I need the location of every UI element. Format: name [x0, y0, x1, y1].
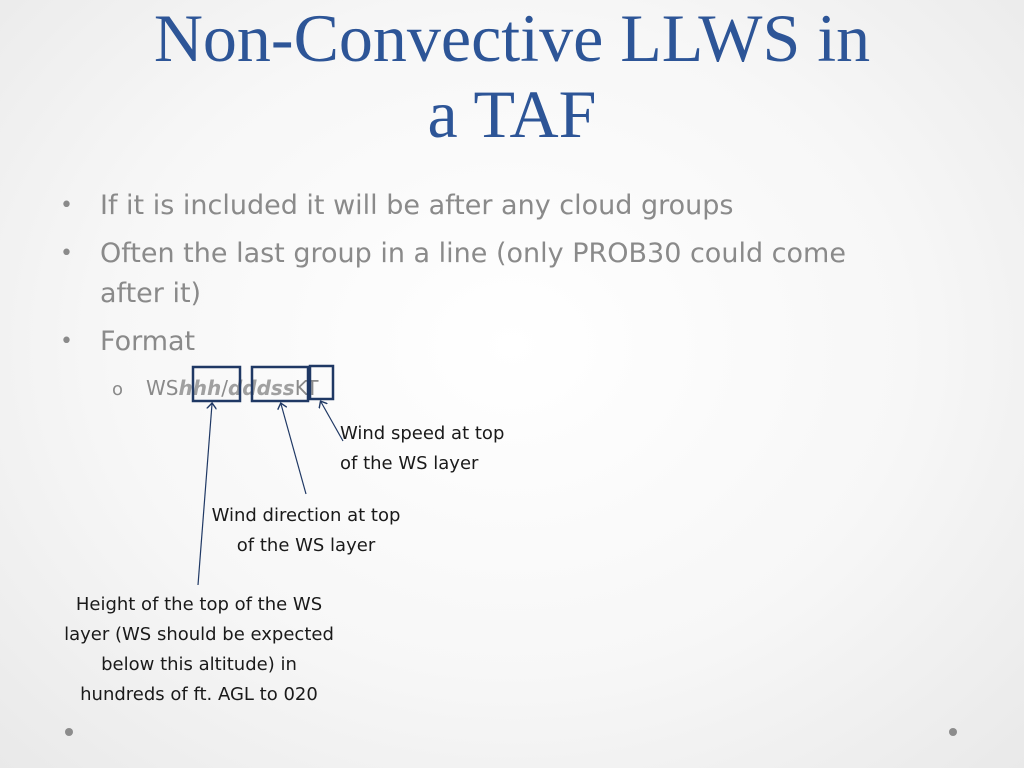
bullet-item: • Format: [60, 322, 960, 362]
annotation-line: hundreds of ft. AGL to 020: [80, 684, 318, 705]
direction-callout-box: [250, 365, 310, 403]
direction-callout-arrow: [281, 404, 307, 495]
annotation-line: Wind direction at top: [211, 505, 401, 526]
title-line-1: Non-Convective LLWS in: [153, 0, 871, 76]
bullet-list: • If it is included it will be after any…: [60, 186, 960, 370]
annotation-line: layer (WS should be expected: [64, 624, 334, 645]
title-line-2: a TAF: [427, 76, 597, 152]
annotation-line: of the WS layer: [236, 535, 376, 556]
height-callout-box: [191, 365, 242, 403]
annotation-line: of the WS layer: [340, 453, 479, 474]
speed-callout-arrow: [321, 402, 344, 442]
format-prefix: WS: [146, 376, 179, 400]
bullet-item: • Often the last group in a line (only P…: [60, 234, 960, 314]
bullet-dot: •: [60, 193, 73, 218]
bullet-text: If it is included it will be after any c…: [100, 190, 734, 221]
bullet-dot: •: [60, 329, 73, 354]
format-sub-bullet: o WShhh/dddssKT: [112, 374, 319, 404]
slide-title: Non-Convective LLWS in a TAF: [40, 0, 984, 152]
annotation-line: Wind speed at top: [340, 423, 505, 444]
annotation-height: Height of the top of the WS layer (WS sh…: [26, 590, 372, 710]
format-speed-code: ss: [270, 376, 295, 400]
bullet-text: Often the last group in a line (only PRO…: [100, 238, 846, 309]
annotation-line: below this altitude) in: [101, 654, 297, 675]
format-suffix: KT: [294, 376, 319, 400]
slide-corner-dot-right: [949, 728, 957, 736]
slide-corner-dot-left: [65, 728, 73, 736]
bullet-item: • If it is included it will be after any…: [60, 186, 960, 226]
format-separator: /: [221, 376, 228, 400]
sub-bullet-marker: o: [112, 379, 124, 400]
annotation-wind-direction: Wind direction at top of the WS layer: [186, 501, 426, 561]
annotation-line: Height of the top of the WS: [75, 594, 323, 615]
format-height-code: hhh: [178, 376, 222, 400]
bullet-dot: •: [60, 241, 73, 266]
height-callout-arrow: [197, 404, 212, 586]
bullet-text: Format: [100, 326, 196, 357]
format-direction-code: ddd: [227, 376, 271, 400]
speed-callout-box: [308, 364, 335, 401]
annotation-wind-speed: Wind speed at top of the WS layer: [340, 419, 556, 479]
